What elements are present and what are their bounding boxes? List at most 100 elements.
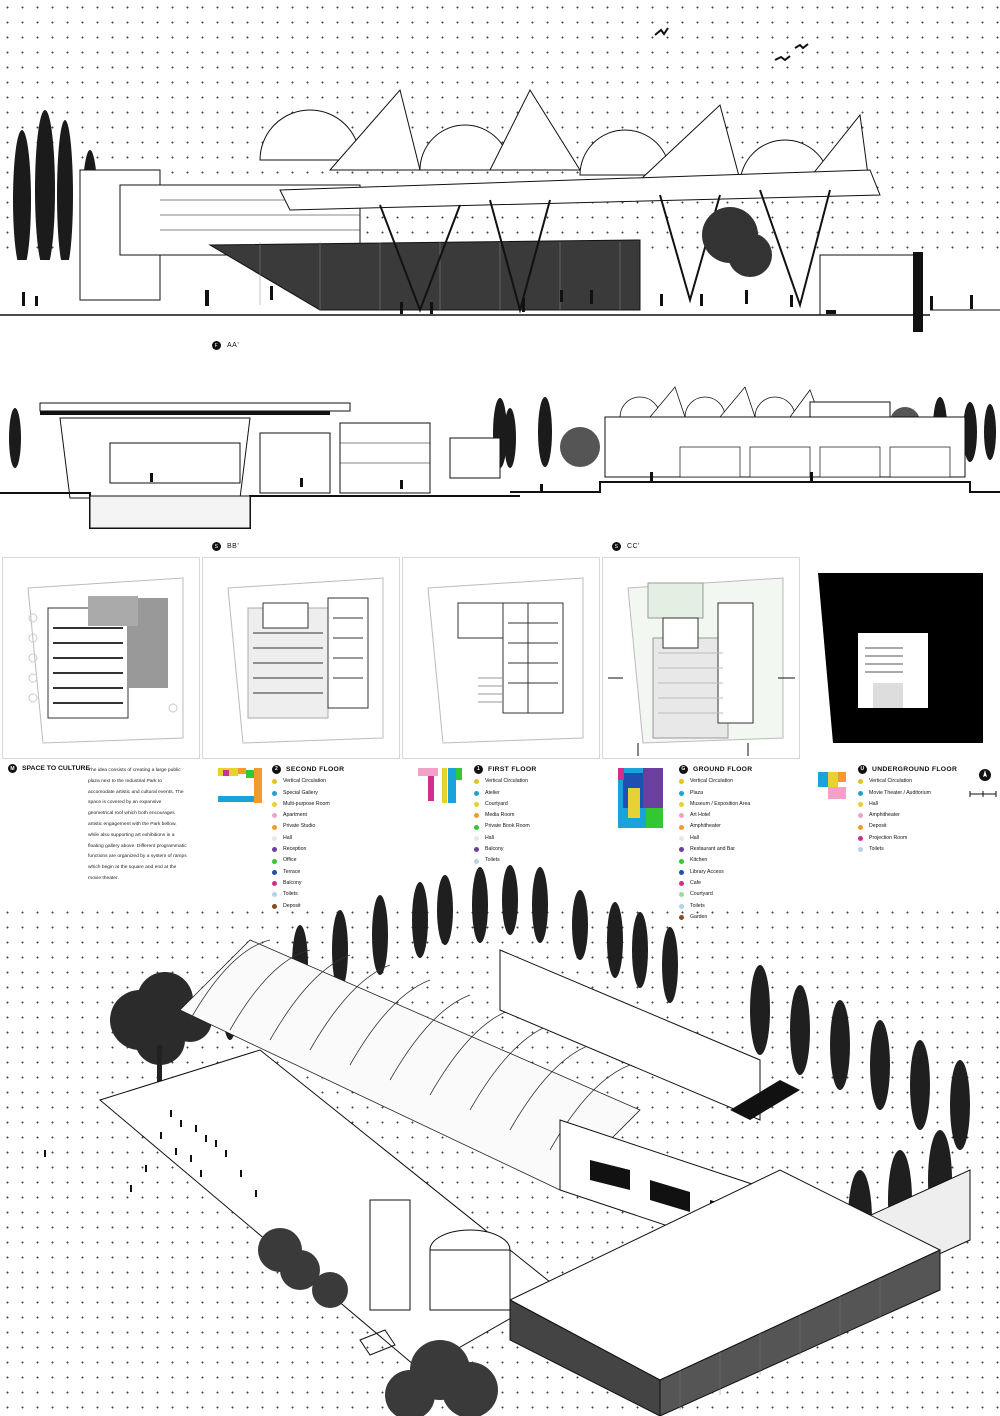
legend-swatch xyxy=(858,835,863,841)
legend-item: Plaza xyxy=(679,788,752,799)
legend-item: Atelier xyxy=(474,788,537,799)
legend-item: Kitchen xyxy=(679,855,752,866)
legend-swatch xyxy=(858,824,863,830)
legend-swatch xyxy=(474,858,479,864)
legend-label: Special Gallery xyxy=(283,789,318,796)
section-bb-drawing xyxy=(0,398,520,529)
legend-item: Projection Room xyxy=(858,833,957,844)
legend-swatch xyxy=(679,790,684,796)
legend-swatch xyxy=(474,790,479,796)
legend-item: Multi-purpose Room xyxy=(272,799,344,810)
legend-label: Kitchen xyxy=(690,857,708,864)
legend-swatch xyxy=(272,847,277,853)
legend-label: Art Hotel xyxy=(690,812,711,819)
legend-item: Cafe xyxy=(679,878,752,889)
legend-swatch xyxy=(858,847,863,853)
legend-bullet: 1 xyxy=(474,765,483,775)
legend-title: UNDERGROUND FLOOR xyxy=(872,766,958,773)
ground-floor-plan xyxy=(602,557,800,759)
legend-swatch xyxy=(679,858,684,864)
legend-swatch xyxy=(858,790,863,796)
legend-item: Vertical Circulation xyxy=(272,776,344,787)
legend-swatch xyxy=(272,802,277,808)
legend-item: Museum / Exposition Area xyxy=(679,799,752,810)
legend-label: Hall xyxy=(283,834,292,841)
legend-item: Hall xyxy=(474,833,537,844)
section-aa-title: AA' xyxy=(227,342,240,349)
legend-swatch xyxy=(858,779,863,785)
legend-item: Amphitheater xyxy=(858,810,957,821)
legend-bullet: U xyxy=(858,765,867,775)
legend-item: Library Access xyxy=(679,867,752,878)
first-floor-color-key xyxy=(418,768,462,803)
legend-label: Courtyard xyxy=(690,891,713,898)
legend-label: Amphitheater xyxy=(690,823,721,830)
legend-swatch xyxy=(272,858,277,864)
legend-label: Museum / Exposition Area xyxy=(690,800,751,807)
legend-label: Toilets xyxy=(283,891,298,898)
legend-label: Toilets xyxy=(869,846,884,853)
section-bb-bullet: S xyxy=(212,542,221,551)
roof-plan xyxy=(2,557,200,759)
legend-label: Private Studio xyxy=(283,823,316,830)
legend-swatch xyxy=(272,790,277,796)
legend-label: Deposit xyxy=(283,902,301,909)
intro-title: M SPACE TO CULTURE xyxy=(8,764,90,773)
legend-swatch xyxy=(679,813,684,819)
legend-item: Deposit xyxy=(272,901,344,912)
legend-item: Vertical Circulation xyxy=(474,776,537,787)
legend-item: Toilets xyxy=(679,901,752,912)
legend-label: Projection Room xyxy=(869,834,908,841)
section-cc-bullet: S xyxy=(612,542,621,551)
legend-swatch xyxy=(474,824,479,830)
legend-label: Apartment xyxy=(283,812,307,819)
legend-label: Courtyard xyxy=(485,800,508,807)
legend-label: Deposit xyxy=(869,823,887,830)
legend-item: Garden xyxy=(679,912,752,923)
legend-item: Terrace xyxy=(272,867,344,878)
legend-swatch xyxy=(679,835,684,841)
legend-item: Apartment xyxy=(272,810,344,821)
legend-item: Hall xyxy=(858,799,957,810)
legend-item: Toilets xyxy=(858,844,957,855)
legend-swatch xyxy=(272,835,277,841)
legend-label: Hall xyxy=(869,800,878,807)
legend-label: Amphitheater xyxy=(869,812,900,819)
legend-item: Reception xyxy=(272,844,344,855)
legend-swatch xyxy=(272,881,277,887)
legend-swatch xyxy=(679,824,684,830)
section-cc-label: S CC' xyxy=(612,542,640,551)
legend-label: Library Access xyxy=(690,868,724,875)
legend-swatch xyxy=(474,779,479,785)
legend-item: Restaurant and Bar xyxy=(679,844,752,855)
legend-swatch xyxy=(679,847,684,853)
ground-floor-color-key xyxy=(618,768,663,828)
legend-item: Private Studio xyxy=(272,821,344,832)
legend-title: FIRST FLOOR xyxy=(488,766,537,773)
legend-swatch xyxy=(474,847,479,853)
legend-item: Balcony xyxy=(474,844,537,855)
legend-label: Garden xyxy=(690,913,708,920)
section-cc-title: CC' xyxy=(627,543,640,550)
intro-heading: SPACE TO CULTURE xyxy=(22,765,90,772)
legend-item: Deposit xyxy=(858,821,957,832)
legend-label: Vertical Circulation xyxy=(283,778,326,785)
legend-label: Plaza xyxy=(690,789,703,796)
section-cc-drawing xyxy=(510,386,1000,493)
first-floor-plan xyxy=(402,557,600,759)
legend-label: Movie Theater / Auditorium xyxy=(869,789,931,796)
legend-swatch xyxy=(679,903,684,909)
legend-swatch xyxy=(679,802,684,808)
legend-label: Office xyxy=(283,857,297,864)
legend-swatch xyxy=(474,813,479,819)
legend-label: Atelier xyxy=(485,789,500,796)
legend-item: Movie Theater / Auditorium xyxy=(858,788,957,799)
legend-swatch xyxy=(679,779,684,785)
legend-item: Vertical Circulation xyxy=(858,776,957,787)
legend-title: SECOND FLOOR xyxy=(286,766,345,773)
legend-label: Toilets xyxy=(485,857,500,864)
section-aa-bullet: F xyxy=(212,341,221,350)
